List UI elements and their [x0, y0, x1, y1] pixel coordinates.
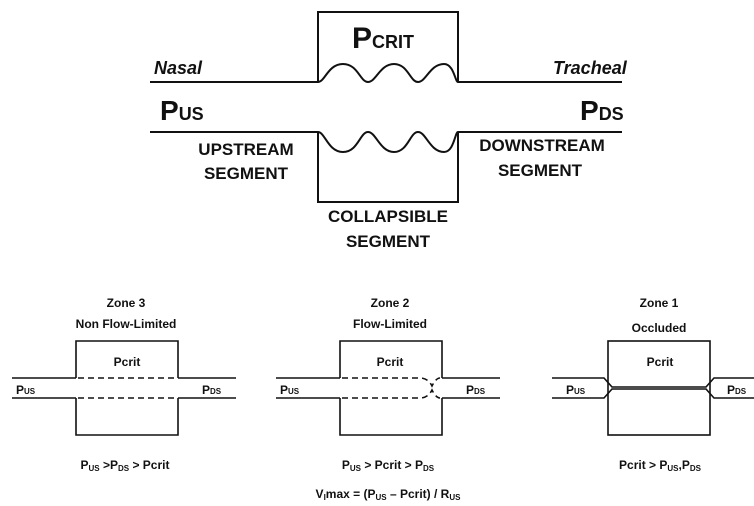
pcrit-top-label: PCRIT — [352, 22, 414, 55]
zone-2-lower-dashed — [342, 388, 441, 399]
collapsible-label-1: COLLAPSIBLE — [328, 207, 448, 226]
nasal-label: Nasal — [154, 58, 203, 78]
zone-1-condition: Pcrit > PUS,PDS — [619, 458, 702, 473]
zone-1-box-label: Pcrit — [647, 355, 674, 369]
zone-2-box-label: Pcrit — [377, 355, 404, 369]
zone-1-subtitle: Occluded — [632, 321, 687, 335]
flow-formula: VImax = (PUS – Pcrit) / RUS — [316, 487, 462, 502]
zone-1-pus: PUS — [566, 383, 586, 397]
tracheal-label: Tracheal — [553, 58, 628, 78]
zone-2-upper-dashed — [342, 377, 441, 388]
collapsible-label-2: SEGMENT — [346, 232, 431, 251]
collapsible-box-bottom — [317, 132, 459, 203]
zone-2-pus: PUS — [280, 383, 300, 397]
downstream-label-1: DOWNSTREAM — [479, 136, 605, 155]
zone-3-box-label: Pcrit — [114, 355, 141, 369]
zone-3-pds: PDS — [202, 383, 222, 397]
zone-2-subtitle: Flow-Limited — [353, 317, 427, 331]
upstream-label-2: SEGMENT — [204, 164, 289, 183]
zone-3-title: Zone 3 — [107, 296, 146, 310]
zone-2-pds: PDS — [466, 383, 486, 397]
zone-3-box — [75, 340, 179, 436]
collapsible-box-top — [317, 11, 459, 82]
zone-2-title: Zone 2 — [371, 296, 410, 310]
upstream-label-1: UPSTREAM — [198, 140, 293, 159]
pus-top-label: PUS — [160, 95, 204, 126]
zone-1-diagram: Zone 1 Occluded Pcrit PUS PDS Pcrit > PU… — [552, 296, 754, 473]
zone-1-pds: PDS — [727, 383, 747, 397]
zone-2-box — [339, 340, 443, 436]
zone-3-diagram: Zone 3 Non Flow-Limited Pcrit PUS PDS PU… — [12, 296, 236, 473]
zone-3-pus: PUS — [16, 383, 36, 397]
zone-1-upper-wall — [552, 377, 754, 388]
zone-2-diagram: Zone 2 Flow-Limited Pcrit PUS PDS PUS > … — [276, 296, 500, 502]
pds-top-label: PDS — [580, 95, 624, 126]
zone-3-subtitle: Non Flow-Limited — [76, 317, 177, 331]
zone-1-lower-wall — [552, 388, 754, 399]
zone-1-box — [607, 340, 711, 436]
top-diagram: PCRIT Nasal Tracheal PUS PDS UPSTREAM SE… — [150, 11, 628, 251]
upper-wall — [150, 62, 622, 84]
zone-2-condition: PUS > Pcrit > PDS — [342, 458, 435, 473]
zone-3-condition: PUS >PDS > Pcrit — [81, 458, 170, 473]
lower-wall — [150, 130, 622, 154]
downstream-label-2: SEGMENT — [498, 161, 583, 180]
zone-1-title: Zone 1 — [640, 296, 679, 310]
